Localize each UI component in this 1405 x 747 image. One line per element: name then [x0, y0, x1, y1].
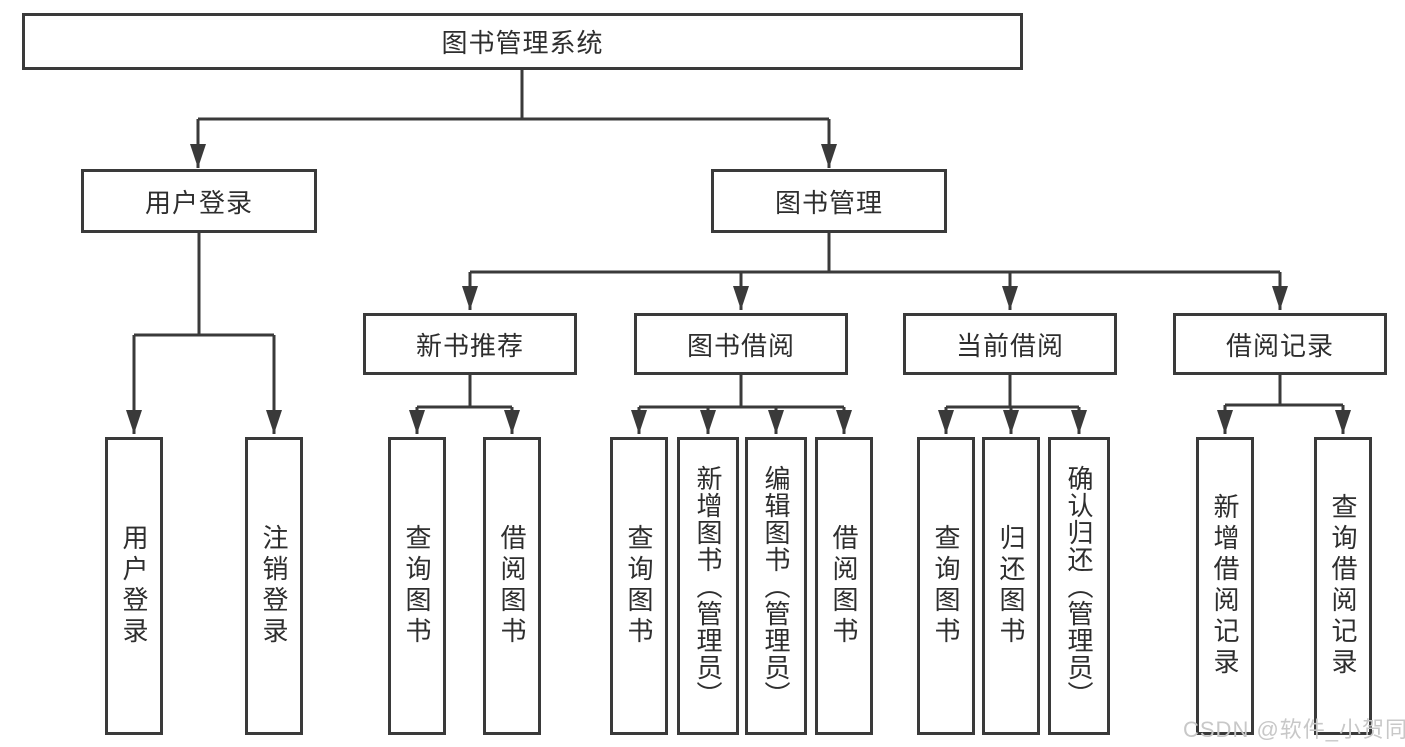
leaf-confirm-return-admin-label: 确认归还（管理员） [1064, 464, 1094, 708]
node-current-borrow: 当前借阅 [903, 313, 1117, 375]
node-borrow-records: 借阅记录 [1173, 313, 1387, 375]
node-book-management: 图书管理 [711, 169, 947, 233]
leaf-add-book-admin-label: 新增图书（管理员） [693, 464, 723, 708]
node-new-book-recommend-label: 新书推荐 [415, 330, 524, 361]
node-root-label: 图书管理系统 [441, 28, 604, 58]
leaf-logout-label: 注销登录 [259, 524, 289, 648]
leaf-borrow-book: 借阅图书 [815, 437, 873, 735]
node-root: 图书管理系统 [22, 13, 1023, 70]
leaf-query-book-borrow: 查询图书 [610, 437, 668, 735]
leaf-add-borrow-record-label: 新增借阅记录 [1210, 493, 1240, 679]
node-user-login: 用户登录 [81, 169, 317, 233]
leaf-return-book-label: 归还图书 [996, 524, 1026, 648]
leaf-query-book-recommend-label: 查询图书 [402, 524, 432, 648]
leaf-return-book: 归还图书 [982, 437, 1040, 735]
leaf-borrow-book-recommend: 借阅图书 [483, 437, 541, 735]
leaf-add-borrow-record: 新增借阅记录 [1196, 437, 1254, 735]
leaf-query-borrow-record-label: 查询借阅记录 [1328, 493, 1358, 679]
leaf-query-book-current: 查询图书 [917, 437, 975, 735]
node-book-borrow-label: 图书借阅 [686, 330, 795, 361]
leaf-logout: 注销登录 [245, 437, 303, 735]
leaf-user-login-label: 用户登录 [119, 524, 149, 648]
leaf-query-book-borrow-label: 查询图书 [624, 524, 654, 648]
leaf-query-book-current-label: 查询图书 [931, 524, 961, 648]
node-book-management-label: 图书管理 [774, 187, 883, 218]
leaf-confirm-return-admin: 确认归还（管理员） [1048, 437, 1110, 735]
node-new-book-recommend: 新书推荐 [363, 313, 577, 375]
leaf-query-book-recommend: 查询图书 [388, 437, 446, 735]
node-user-login-label: 用户登录 [144, 187, 253, 218]
csdn-watermark: CSDN @软件_小贺同学 [1183, 717, 1405, 742]
leaf-borrow-book-label: 借阅图书 [829, 524, 859, 648]
leaf-edit-book-admin: 编辑图书（管理员） [745, 437, 807, 735]
leaf-edit-book-admin-label: 编辑图书（管理员） [761, 464, 791, 708]
node-book-borrow: 图书借阅 [634, 313, 848, 375]
leaf-user-login: 用户登录 [105, 437, 163, 735]
leaf-borrow-book-recommend-label: 借阅图书 [497, 524, 527, 648]
leaf-query-borrow-record: 查询借阅记录 [1314, 437, 1372, 735]
node-borrow-records-label: 借阅记录 [1225, 330, 1334, 361]
connector-group [126, 70, 1351, 434]
leaf-add-book-admin: 新增图书（管理员） [677, 437, 739, 735]
node-current-borrow-label: 当前借阅 [955, 330, 1064, 361]
